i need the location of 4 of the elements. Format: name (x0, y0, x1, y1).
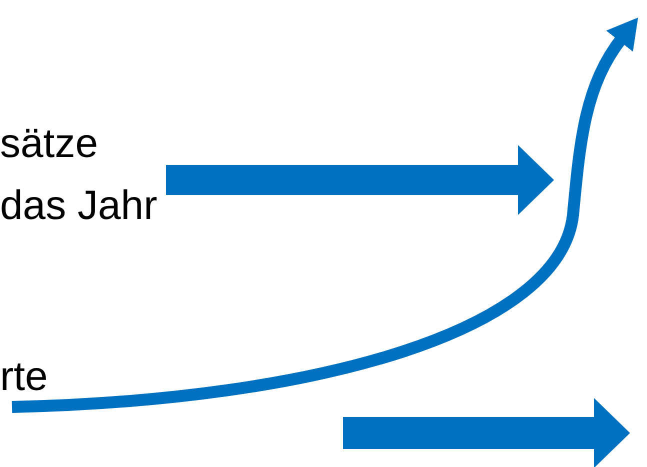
text-label: sätze das Jahr (0, 112, 162, 236)
curved-arrow (12, 16, 638, 413)
block-arrow (166, 145, 554, 215)
text-label: rte (0, 345, 70, 407)
